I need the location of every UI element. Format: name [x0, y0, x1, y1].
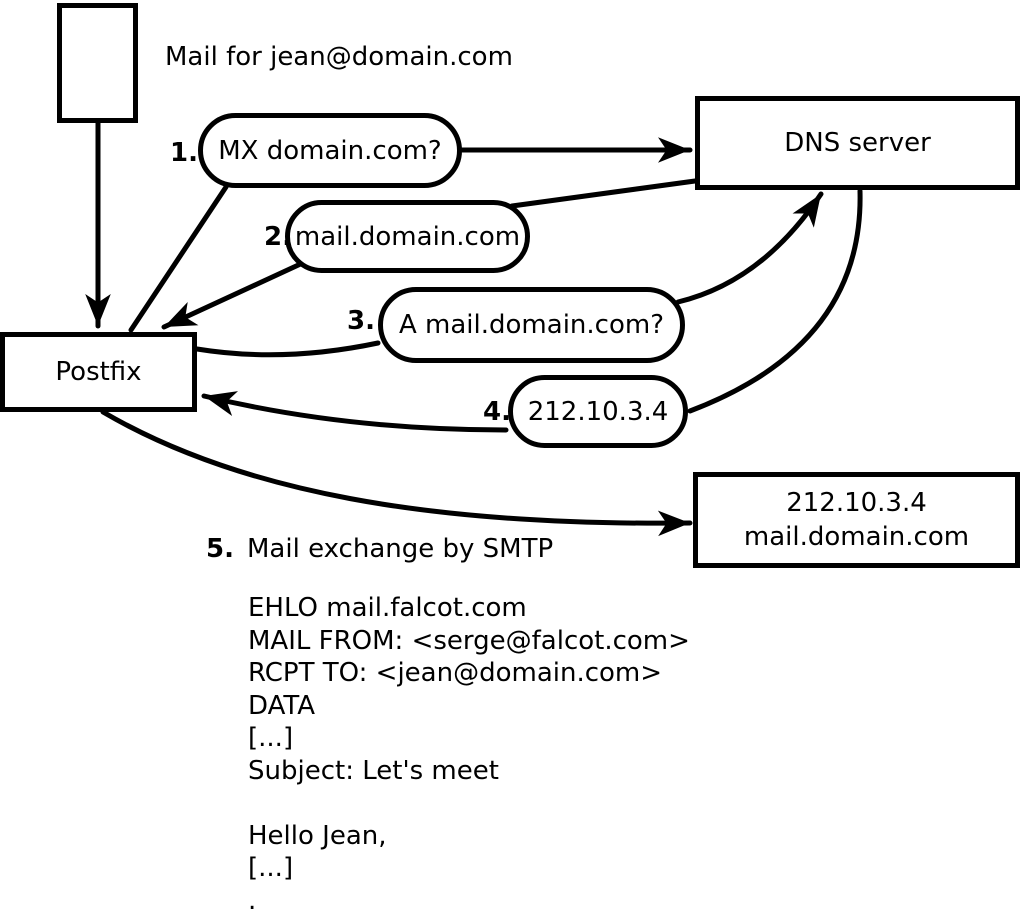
line-postfix-to-mx-query	[128, 184, 229, 333]
mail-server-hostname: mail.domain.com	[743, 522, 970, 552]
pill-a-query: A mail.domain.com?	[378, 287, 685, 363]
postfix-node: Postfix	[0, 332, 197, 412]
dns-server-node: DNS server	[695, 96, 1020, 190]
arrow-a-query-to-dns	[675, 191, 824, 305]
envelope-shape	[57, 3, 138, 123]
step-number-3: 3.	[347, 306, 375, 336]
mail-server-ip: 212.10.3.4	[786, 488, 927, 518]
arrow-a-answer-to-postfix	[201, 391, 509, 433]
smtp-transcript: EHLO mail.falcot.com MAIL FROM: <serge@f…	[248, 593, 690, 916]
step-number-1: 1.	[170, 138, 198, 168]
pill-mx-answer-label: mail.domain.com	[294, 221, 521, 252]
arrow-mx-answer-to-postfix	[161, 258, 310, 330]
mail-server-node: 212.10.3.4 mail.domain.com	[693, 472, 1020, 568]
line-dns-to-a-answer	[687, 188, 863, 414]
pill-a-query-label: A mail.domain.com?	[399, 310, 664, 340]
step-number-2: 2.	[264, 222, 292, 252]
postfix-label: Postfix	[55, 357, 142, 387]
mail-server-label: 212.10.3.4 mail.domain.com	[744, 486, 969, 554]
step-number-4: 4.	[483, 397, 511, 427]
step-number-5: 5.	[206, 534, 234, 564]
line-dns-to-mx-answer	[509, 178, 698, 209]
pill-mx-query-label: MX domain.com?	[218, 135, 442, 166]
pill-mx-answer: mail.domain.com	[285, 200, 530, 273]
pill-mx-query: MX domain.com?	[198, 113, 462, 188]
diagram-title: Mail for jean@domain.com	[165, 42, 513, 72]
arrow-postfix-to-mail-server	[100, 409, 693, 537]
pill-a-answer: 212.10.3.4	[508, 375, 688, 448]
line-postfix-to-a-query	[194, 340, 381, 358]
dns-server-label: DNS server	[784, 128, 931, 158]
step-5-label: Mail exchange by SMTP	[247, 534, 554, 564]
pill-a-answer-label: 212.10.3.4	[527, 396, 669, 427]
